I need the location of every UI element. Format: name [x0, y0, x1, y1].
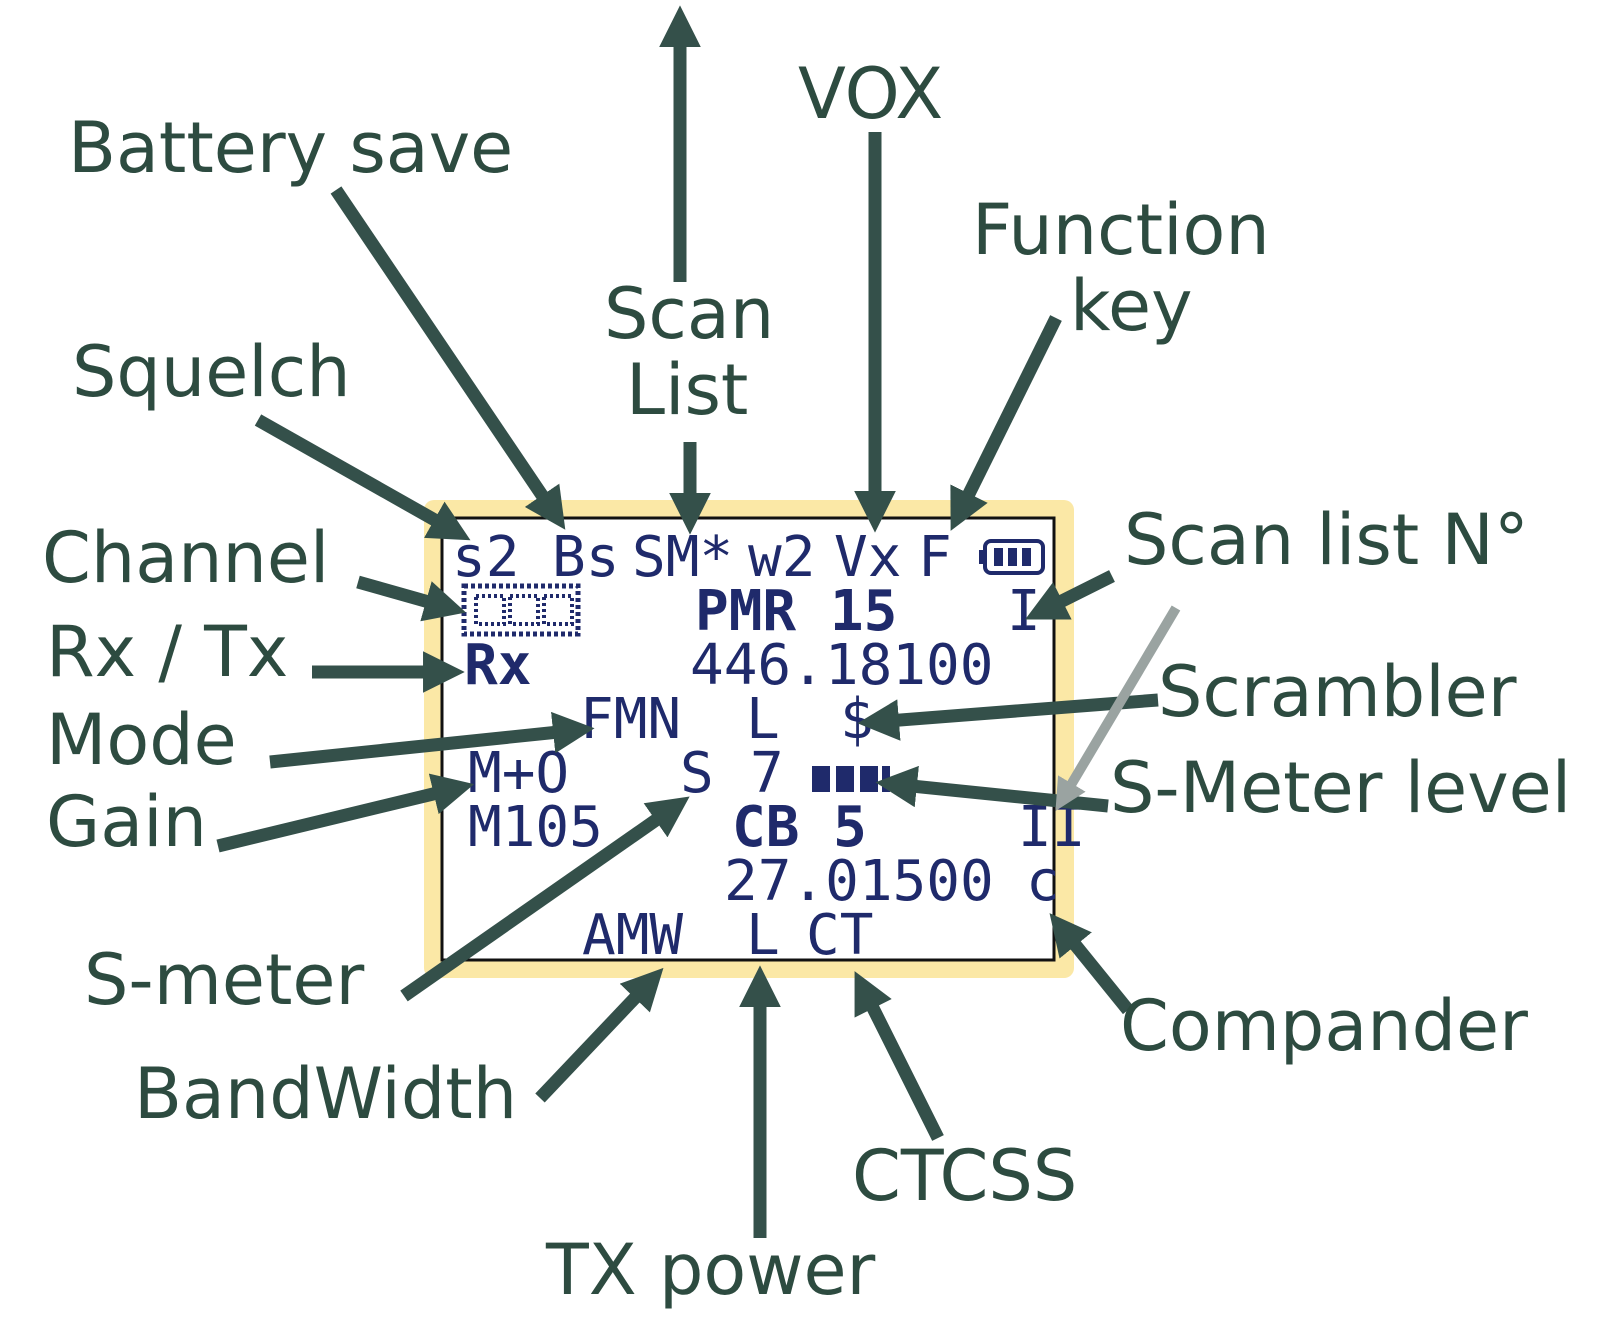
battery-icon — [979, 539, 1045, 575]
label-scan-list-1: Scan — [604, 273, 774, 355]
lcd-tx-power-upper: L — [746, 687, 780, 752]
label-ctcss: CTCSS — [852, 1135, 1077, 1217]
lcd-s-meter: S — [680, 741, 714, 806]
labels: Battery save VOX Function key Scan List … — [42, 53, 1571, 1311]
arrow-ctcss — [854, 971, 944, 1141]
lcd-frequency-uhf: 446.18100 — [690, 633, 993, 698]
lcd-battery-save: Bs — [552, 525, 619, 590]
label-scrambler: Scrambler — [1158, 651, 1517, 733]
arrow-compander — [1049, 913, 1134, 1015]
arrow-scrambler — [857, 693, 1159, 741]
lcd-tx-power-lower: L — [746, 903, 780, 968]
lcd-bandwidth: AMW — [582, 903, 683, 968]
label-gain: Gain — [46, 781, 207, 863]
lcd-function-key: F — [918, 525, 952, 590]
label-bandwidth: BandWidth — [134, 1053, 517, 1135]
arrow-scan-list-no — [1025, 570, 1115, 620]
lcd-scrambler: $ — [840, 687, 874, 752]
label-function-key-1: Function — [972, 189, 1270, 271]
channel-icon — [461, 583, 581, 637]
arrow-grey-indicator — [1055, 605, 1181, 812]
arrow-squelch — [254, 414, 471, 541]
label-tx-power: TX power — [545, 1229, 876, 1311]
label-mode: Mode — [46, 699, 237, 781]
lcd-frequency-cb: 27.01500 — [724, 849, 994, 914]
label-squelch: Squelch — [72, 331, 351, 413]
label-battery-save: Battery save — [68, 107, 513, 189]
lcd-rx-tx: Rx — [464, 633, 531, 698]
label-s-meter: S-meter — [84, 939, 364, 1021]
lcd-s-level: 7 — [750, 741, 784, 806]
arrows — [216, 5, 1181, 1238]
lcd-mode: FMN — [580, 687, 681, 752]
label-s-meter-level: S-Meter level — [1110, 747, 1571, 829]
label-function-key-2: key — [1070, 265, 1193, 347]
label-compander: Compander — [1120, 985, 1528, 1067]
arrow-gain — [216, 773, 475, 853]
label-scan-list-no: Scan list N° — [1124, 499, 1529, 581]
label-channel: Channel — [42, 517, 329, 599]
arrow-channel — [356, 575, 467, 622]
lcd-ctcss: CT — [806, 903, 873, 968]
lcd-vox: Vx — [834, 525, 901, 590]
lcd-compander: c — [1026, 849, 1060, 914]
label-rx-tx: Rx / Tx — [46, 611, 288, 693]
arrow-battery-save — [330, 186, 566, 530]
arrow-bandwidth — [535, 967, 664, 1103]
label-scan-list-2: List — [626, 349, 748, 431]
lcd-squelch: s2 — [452, 525, 519, 590]
lcd-scan-list-1: I — [1007, 579, 1041, 644]
arrow-mode — [269, 711, 595, 769]
lcd-channel-pmr: PMR 15 — [695, 579, 897, 644]
lcd-scan: SM* — [632, 525, 733, 590]
lcd-w2: w2 — [748, 525, 815, 590]
arrow-function-key — [950, 315, 1062, 531]
label-vox: VOX — [798, 53, 943, 135]
arrow-s-meter — [400, 796, 690, 1002]
lcd-channel-cb: CB 5 — [732, 795, 867, 860]
lcd-m105: M105 — [468, 795, 603, 860]
